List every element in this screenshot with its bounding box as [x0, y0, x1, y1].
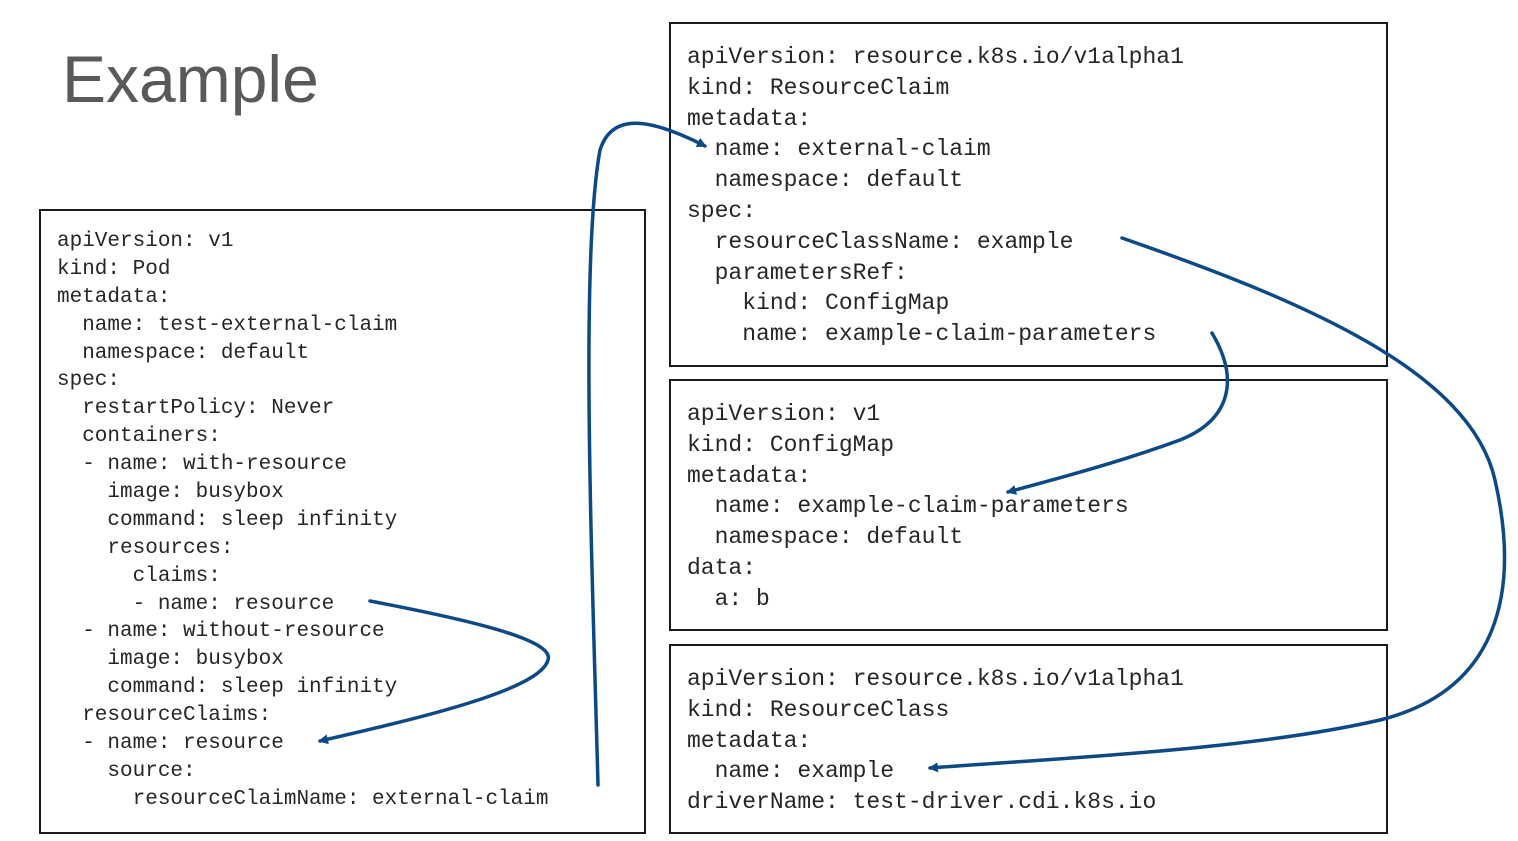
code-line: apiVersion: v1 — [687, 401, 881, 427]
code-line: - name: with-resource — [57, 453, 347, 477]
code-line: name: example-claim-parameters — [687, 493, 1129, 520]
code-line: containers: — [57, 425, 221, 449]
code-line: - name: resource — [57, 592, 335, 616]
pod-yaml-box: apiVersion: v1 kind: Pod metadata: name: t… — [39, 209, 646, 834]
code-line: kind: Pod — [57, 257, 171, 281]
resource-class-yaml-box: apiVersion: resource.k8s.io/v1alpha1 kind… — [669, 644, 1388, 834]
code-line: image: busybox — [57, 481, 284, 505]
code-line: driverName: test-driver.cdi.k8s.io — [687, 789, 1157, 816]
code-line: apiVersion: resource.k8s.io/v1alpha1 — [687, 44, 1184, 70]
code-line: name: example-claim-parameters — [687, 321, 1157, 348]
code-line: metadata: — [687, 105, 812, 132]
code-line: kind: ConfigMap — [687, 431, 895, 458]
code-line: kind: ConfigMap — [687, 290, 950, 317]
code-line: claims: — [57, 564, 221, 588]
code-line: spec: — [57, 369, 121, 393]
code-line: source: — [57, 759, 196, 783]
code-line: kind: ResourceClaim — [687, 74, 950, 101]
code-line: apiVersion: v1 — [57, 230, 234, 253]
code-line: namespace: default — [57, 341, 310, 365]
code-line: resourceClaims: — [57, 704, 272, 728]
resource-class-yaml-code: apiVersion: resource.k8s.io/v1alpha1 kind… — [687, 664, 1184, 818]
slide-title: Example — [62, 42, 319, 116]
code-line: name: test-external-claim — [57, 313, 398, 337]
code-line: parametersRef: — [687, 259, 908, 286]
code-line: - name: resource — [57, 732, 284, 756]
code-line: apiVersion: resource.k8s.io/v1alpha1 — [687, 666, 1184, 692]
code-line: command: sleep infinity — [57, 508, 398, 532]
pod-yaml-code: apiVersion: v1 kind: Pod metadata: name: t… — [57, 228, 548, 814]
code-line: restartPolicy: Never — [57, 397, 335, 421]
code-line: kind: ResourceClass — [687, 696, 950, 723]
code-line: spec: — [687, 197, 757, 224]
code-line: resourceClaimName: external-claim — [57, 787, 549, 811]
code-line: resources: — [57, 536, 234, 560]
configmap-yaml-box: apiVersion: v1 kind: ConfigMap metadata: n… — [669, 379, 1388, 631]
code-line: name: example — [687, 758, 895, 785]
resource-claim-yaml-code: apiVersion: resource.k8s.io/v1alpha1 kind… — [687, 42, 1184, 350]
code-line: metadata: — [57, 285, 171, 309]
code-line: data: — [687, 554, 757, 581]
code-line: a: b — [687, 585, 770, 612]
code-line: image: busybox — [57, 648, 284, 672]
code-line: metadata: — [687, 462, 812, 489]
code-line: resourceClassName: example — [687, 228, 1074, 255]
configmap-yaml-code: apiVersion: v1 kind: ConfigMap metadata: n… — [687, 399, 1129, 615]
code-line: - name: without-resource — [57, 620, 385, 644]
code-line: command: sleep infinity — [57, 676, 398, 700]
code-line: name: external-claim — [687, 136, 991, 163]
code-line: metadata: — [687, 727, 812, 754]
code-line: namespace: default — [687, 524, 964, 551]
code-line: namespace: default — [687, 167, 964, 194]
resource-claim-yaml-box: apiVersion: resource.k8s.io/v1alpha1 kind… — [669, 22, 1388, 367]
